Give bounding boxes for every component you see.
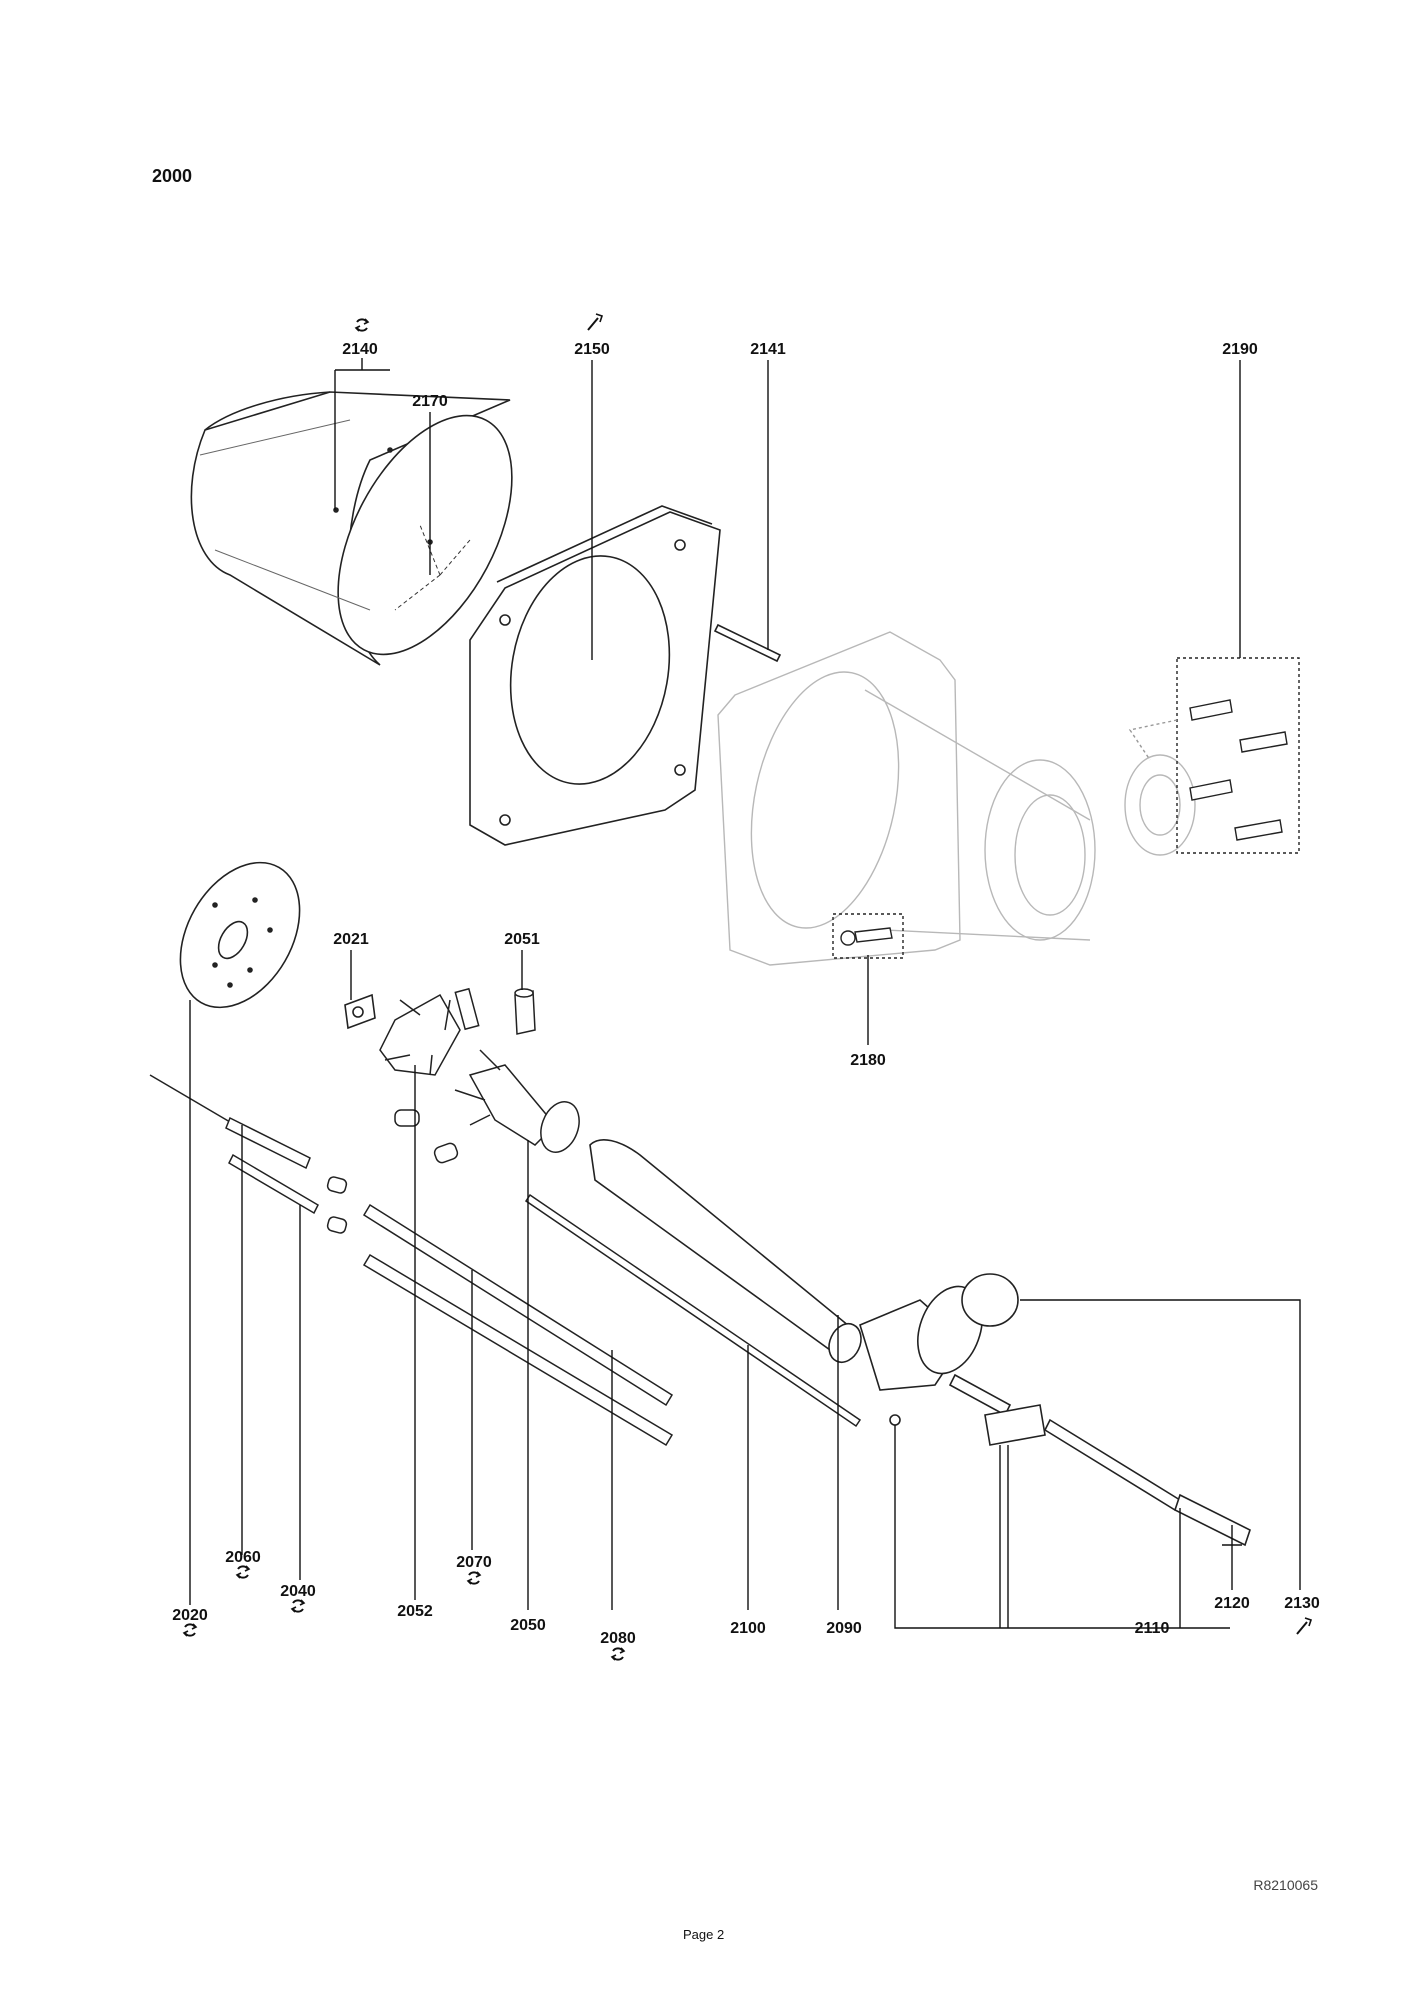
callout-2070: 2070 — [456, 1554, 492, 1571]
callout-2052: 2052 — [397, 1603, 433, 1620]
flange-gasket-part — [469, 505, 721, 846]
blast-tube-part — [190, 391, 513, 666]
callout-2141: 2141 — [750, 341, 786, 358]
callout-2051: 2051 — [504, 931, 540, 948]
callout-2060: 2060 — [225, 1549, 261, 1566]
callout-2040: 2040 — [280, 1583, 316, 1600]
callout-2190: 2190 — [1222, 341, 1258, 358]
swirl-plate-part — [179, 861, 301, 1009]
callout-2140: 2140 — [342, 341, 378, 358]
page-number: Page 2 — [683, 1927, 725, 1942]
nozzle-holder-part — [859, 1273, 1251, 1547]
burner-housing-part — [717, 631, 1196, 966]
callout-2120: 2120 — [1214, 1595, 1250, 1612]
drawing-reference: R8210065 — [1253, 1877, 1318, 1893]
wear-part-symbols — [587, 313, 1312, 1635]
callout-2170: 2170 — [412, 393, 448, 410]
callout-2150: 2150 — [574, 341, 610, 358]
callout-2021: 2021 — [333, 931, 369, 948]
coupling-part — [344, 993, 376, 1030]
callout-2080: 2080 — [600, 1630, 636, 1647]
sleeve-part — [514, 988, 536, 1035]
callout-2090: 2090 — [826, 1620, 862, 1637]
leader-lines — [189, 358, 1301, 1629]
diffuser-part — [379, 987, 480, 1164]
connector-set-part — [1128, 657, 1300, 854]
callout-2130: 2130 — [1284, 1595, 1320, 1612]
turbulator-part — [454, 1049, 580, 1153]
assembly-group-number: 2000 — [152, 166, 193, 186]
nozzle-tube-part — [589, 1139, 862, 1364]
callout-2050: 2050 — [510, 1617, 546, 1634]
callout-2100: 2100 — [730, 1620, 766, 1637]
bolt-set-part — [832, 913, 904, 959]
callout-2180: 2180 — [850, 1052, 886, 1069]
callout-2020: 2020 — [172, 1607, 208, 1624]
callout-2110: 2110 — [1135, 1620, 1170, 1637]
oil-line-part — [362, 1203, 674, 1447]
pin-part — [713, 623, 782, 663]
ignition-electrode-part — [149, 1074, 348, 1234]
